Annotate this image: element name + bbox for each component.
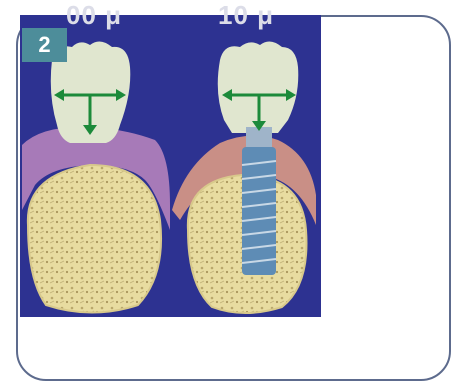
left-measurement-label: 00 μ bbox=[66, 0, 122, 30]
figure-number: 2 bbox=[38, 32, 50, 58]
figure-number-badge: 2 bbox=[22, 28, 67, 62]
implant-body bbox=[242, 147, 276, 275]
left-bone bbox=[28, 165, 161, 313]
natural-tooth-group bbox=[22, 41, 170, 312]
implant-group bbox=[172, 41, 316, 313]
right-measurement-label: 10 μ bbox=[218, 0, 274, 30]
